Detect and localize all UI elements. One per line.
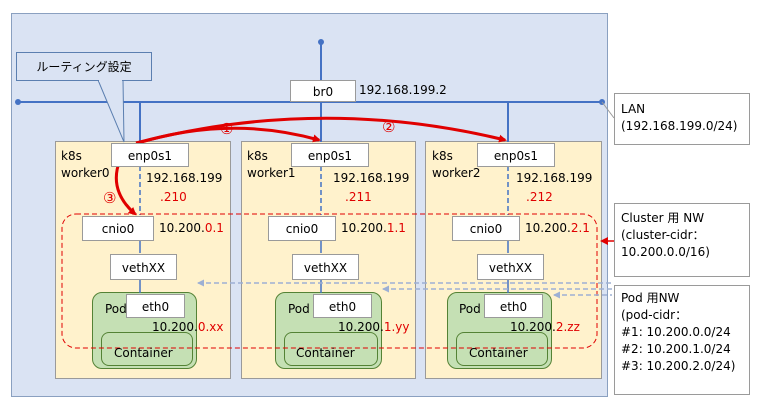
lan-legend-line1: LAN <box>621 102 646 116</box>
worker2-label-line1: k8s <box>432 149 453 163</box>
routing-callout: ルーティング設定 <box>16 52 152 81</box>
pod1-ip-suffix: .yy <box>391 320 410 334</box>
pod2-eth0-label: eth0 <box>499 300 528 314</box>
pod2-ip-var: 2 <box>555 320 564 334</box>
callout-joint <box>99 79 122 82</box>
container0-box <box>101 332 193 366</box>
pod2-eth0: eth0 <box>484 294 543 318</box>
worker1-cnio0: cnio0 <box>268 216 336 241</box>
container1-box <box>284 332 378 366</box>
worker1-ip-prefix: 192.168.199 <box>333 171 410 185</box>
br0-bridge: br0 <box>290 80 356 102</box>
worker1-cni-ip-var: 1 <box>386 221 395 235</box>
worker0-cnio0: cnio0 <box>82 216 154 241</box>
cluster-nw-line2: (cluster-cidr： <box>621 228 705 242</box>
worker2-nic-label: enp0s1 <box>493 149 539 163</box>
worker0-nic-label: enp0s1 <box>127 149 173 163</box>
worker0-cni-ip-var: 0 <box>204 221 213 235</box>
container0-label: Container <box>114 346 173 360</box>
lan-legend: LAN (192.168.199.0/24) <box>614 93 750 145</box>
pod0-ip-suffix: .xx <box>205 320 224 334</box>
worker2-nic: enp0s1 <box>477 143 555 167</box>
worker2-veth-label: vethXX <box>488 261 533 275</box>
pod0-ip-var: 0 <box>197 320 206 334</box>
worker2-label-line2: worker2 <box>432 166 481 180</box>
container2-label: Container <box>469 346 528 360</box>
worker0-label-line2: worker0 <box>61 166 110 180</box>
pod1-ip: 10.200.1.yy <box>338 320 409 334</box>
worker2-cni-ip: 10.200.2.1 <box>525 221 590 235</box>
pod1-label: Pod <box>288 302 310 316</box>
worker0-veth: vethXX <box>110 254 177 280</box>
pod2-label: Pod <box>459 302 481 316</box>
worker0-veth-label: vethXX <box>121 261 166 275</box>
worker1-nic-label: enp0s1 <box>307 149 353 163</box>
cluster-nw-line1: Cluster 用 NW <box>621 211 705 225</box>
worker2-cni-ip-prefix: 10.200. <box>525 221 571 235</box>
worker1-cni-ip-prefix: 10.200. <box>341 221 387 235</box>
routing-callout-label: ルーティング設定 <box>36 60 132 74</box>
worker0-cni-ip-prefix: 10.200. <box>159 221 205 235</box>
cluster-nw-legend: Cluster 用 NW (cluster-cidr： 10.200.0.0/1… <box>614 203 750 277</box>
pod2-ip-prefix: 10.200. <box>510 320 556 334</box>
worker0-cnio0-label: cnio0 <box>101 222 135 236</box>
pod2-ip: 10.200.2.zz <box>510 320 580 334</box>
worker2-veth: vethXX <box>477 254 544 280</box>
worker2-ip-suffix: .212 <box>526 190 553 204</box>
marker-1: ① <box>220 120 234 138</box>
pod1-ip-prefix: 10.200. <box>338 320 384 334</box>
worker1-label-line1: k8s <box>247 149 268 163</box>
pod0-ip: 10.200.0.xx <box>152 320 223 334</box>
worker0-ip-prefix: 192.168.199 <box>146 171 223 185</box>
pod-nw-line3: #1: 10.200.0.0/24 <box>621 325 731 339</box>
worker0-cni-ip: 10.200.0.1 <box>159 221 224 235</box>
pod-nw-line5: #3: 10.200.2.0/24) <box>621 359 736 373</box>
worker0-nic: enp0s1 <box>111 143 189 167</box>
pod0-eth0: eth0 <box>126 294 185 318</box>
worker2-ip-prefix: 192.168.199 <box>516 171 593 185</box>
worker2-label: k8s worker2 <box>432 148 481 182</box>
pod2-ip-suffix: .zz <box>563 320 580 334</box>
worker0-ip-suffix: .210 <box>160 190 187 204</box>
worker0-label-line1: k8s <box>61 149 82 163</box>
marker-2: ② <box>382 118 396 136</box>
marker-3: ③ <box>103 189 117 207</box>
br0-label: br0 <box>312 85 334 99</box>
cluster-nw-line3: 10.200.0.0/16) <box>621 245 710 259</box>
pod1-eth0-label: eth0 <box>328 300 357 314</box>
worker1-cnio0-label: cnio0 <box>285 222 319 236</box>
worker1-cni-ip-suffix: .1 <box>394 221 406 235</box>
pod-nw-legend: Pod 用NW (pod-cidr： #1: 10.200.0.0/24 #2:… <box>614 285 750 395</box>
pod-nw-line4: #2: 10.200.1.0/24 <box>621 342 731 356</box>
worker1-cni-ip: 10.200.1.1 <box>341 221 406 235</box>
br0-ip: 192.168.199.2 <box>359 83 447 97</box>
worker2-cnio0-label: cnio0 <box>469 222 503 236</box>
pod1-ip-var: 1 <box>383 320 392 334</box>
lan-legend-line2: (192.168.199.0/24) <box>621 119 738 133</box>
worker2-cnio0: cnio0 <box>452 216 520 241</box>
worker1-ip-suffix: .211 <box>345 190 372 204</box>
pod0-eth0-label: eth0 <box>141 300 170 314</box>
pod0-ip-prefix: 10.200. <box>152 320 198 334</box>
pod-nw-line1: Pod 用NW <box>621 291 680 305</box>
worker2-cni-ip-var: 2 <box>570 221 579 235</box>
container1-label: Container <box>296 346 355 360</box>
worker2-cni-ip-suffix: .1 <box>578 221 590 235</box>
pod1-eth0: eth0 <box>313 294 372 318</box>
route-arrow-2 <box>135 116 507 145</box>
worker0-label: k8s worker0 <box>61 148 110 182</box>
worker1-label: k8s worker1 <box>247 148 296 182</box>
worker0-cni-ip-suffix: .1 <box>212 221 224 235</box>
pod0-label: Pod <box>105 302 127 316</box>
worker1-nic: enp0s1 <box>291 143 369 167</box>
worker1-veth-label: vethXX <box>303 261 348 275</box>
worker1-label-line2: worker1 <box>247 166 296 180</box>
worker1-veth: vethXX <box>292 254 359 280</box>
pod-nw-line2: (pod-cidr： <box>621 308 688 322</box>
route-arrow-3 <box>114 159 137 216</box>
container2-box <box>456 332 548 366</box>
